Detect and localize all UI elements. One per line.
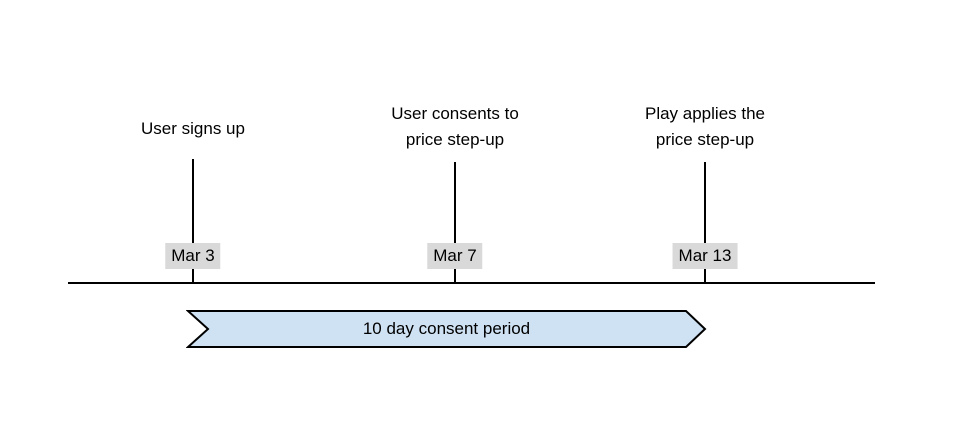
chevron-shape (186, 310, 707, 348)
event-label-signup: User signs up (141, 119, 245, 138)
consent-period-label: 10 day consent period (362, 318, 531, 338)
event-tick-mar3 (192, 159, 194, 283)
consent-period-banner (186, 310, 707, 348)
event-date-badge-mar13: Mar 13 (672, 243, 738, 269)
timeline-axis (68, 282, 875, 284)
event-tick-mar13 (704, 162, 706, 283)
event-tick-mar7 (454, 162, 456, 283)
event-date-badge-mar3: Mar 3 (165, 243, 221, 269)
event-date-badge-mar7: Mar 7 (427, 243, 483, 269)
event-label-consent: User consents to price step-up (391, 104, 519, 149)
event-label-apply: Play applies the price step-up (644, 104, 766, 149)
